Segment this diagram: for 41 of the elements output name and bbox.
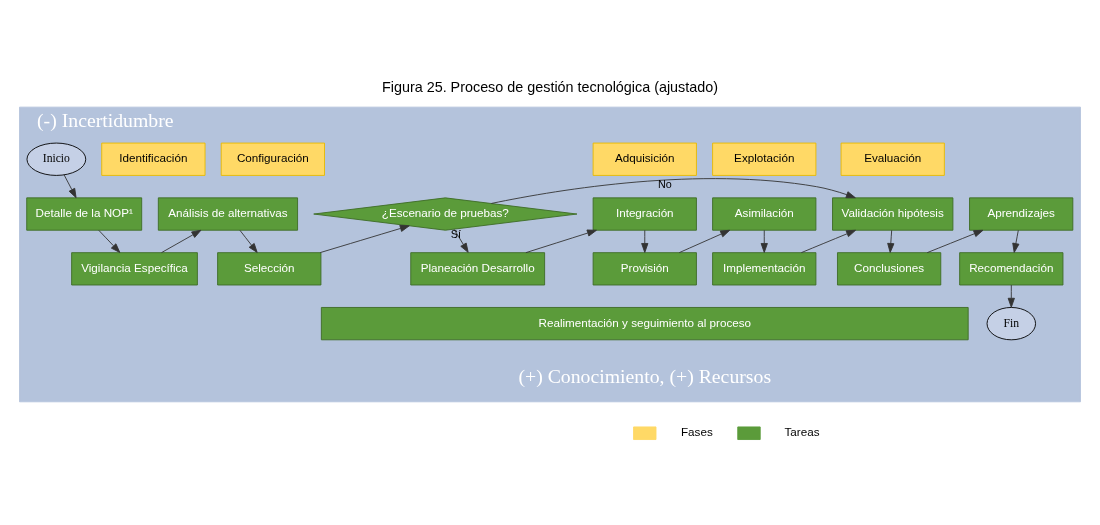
arrow <box>1007 284 1015 308</box>
node-box: Integración <box>592 196 697 231</box>
arrow <box>760 229 768 253</box>
node-box: Vigilancia Específica <box>71 251 198 285</box>
arrow <box>63 173 77 198</box>
node-box: Configuración <box>220 142 325 176</box>
node-box: Validación hipótesis <box>832 196 954 231</box>
node-box: Explotación <box>712 142 817 176</box>
node-box: Identificación <box>101 142 206 176</box>
arrow <box>1012 229 1020 253</box>
node-box: Detalle de la NOP¹ <box>26 196 143 231</box>
arrow <box>98 229 121 253</box>
node-box: Análisis de alternativas <box>157 196 298 231</box>
node-ellipse: Inicio <box>26 142 87 176</box>
arrow <box>926 229 984 253</box>
node-box: Selección <box>217 251 322 285</box>
node-box: Adquisición <box>592 142 697 176</box>
node-box: Recomendación <box>959 251 1064 285</box>
diagram-title: Figura 25. Proceso de gestión tecnológica (ajustado) <box>381 78 719 95</box>
legend-label: Tareas <box>784 424 820 438</box>
node-ellipse: Fin <box>986 306 1036 340</box>
arrow <box>319 224 410 253</box>
node-box: Aprendizajes <box>969 196 1074 231</box>
edge-label: No <box>658 177 672 190</box>
node-box: Planeación Desarrollo <box>410 251 546 285</box>
arrow <box>490 177 856 204</box>
arrow <box>641 229 649 253</box>
arrow <box>800 229 856 253</box>
node-box: Conclusiones <box>837 251 942 285</box>
arrow <box>678 229 731 253</box>
node-box: Realimentación y seguimiento al proceso <box>320 306 969 340</box>
node-box: Asimilación <box>712 196 817 231</box>
legend-label: Fases <box>681 424 713 438</box>
node-box: Provisión <box>592 251 697 285</box>
arrow <box>161 229 202 253</box>
arrow <box>525 229 597 253</box>
arrow <box>239 229 258 253</box>
node-box: Implementación <box>712 251 817 285</box>
arrow <box>453 228 469 253</box>
arrow <box>887 229 895 253</box>
node-box: Evaluación <box>840 142 945 176</box>
